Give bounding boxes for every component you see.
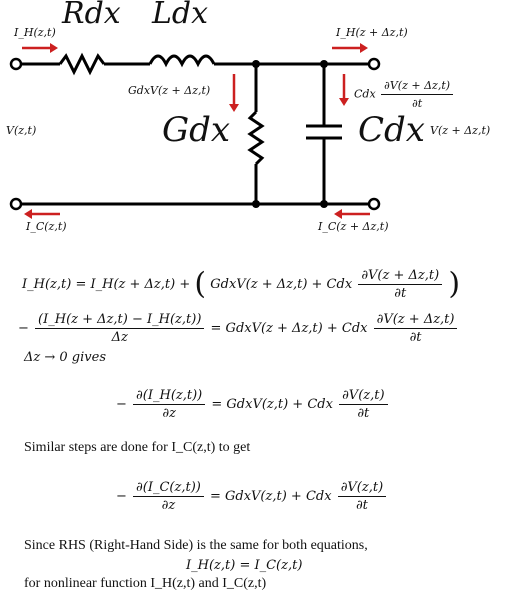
label-cdx: Cdx [358,110,425,150]
label-v-input: V(z,t) [6,124,37,137]
eq3-denominator: ∂z [162,406,176,421]
eq2-denominator: Δz [111,330,128,345]
label-ih-input: I_H(z,t) [14,26,56,39]
equation-4: − ∂(I_C(z,t))∂z = GdxV(z,t) + Cdx ∂V(z,t… [116,480,388,513]
eq3-rhs-denominator: ∂t [357,406,370,421]
terminals [9,57,381,211]
label-ldx: Ldx [152,0,209,31]
label-cdx-denominator: ∂t [412,97,423,110]
eq4-rhs-numerator: ∂V(z,t) [337,480,387,497]
label-ic-output: I_C(z + Δz,t) [318,220,389,233]
eq4-denominator: ∂z [161,498,176,513]
eq2-rhs-numerator: ∂V(z + Δz,t) [373,312,458,329]
resistor-rdx-symbol [58,52,106,76]
eq4-numerator: ∂(I_C(z,t)) [133,480,204,497]
equation-1: I_H(z,t) = I_H(z + Δz,t) + ( GdxV(z + Δz… [22,266,461,302]
label-gdxv-current: GdxV(z + Δz,t) [128,84,211,97]
nonlinear-text: for nonlinear function I_H(z,t) and I_C(… [24,576,267,591]
since-rhs-text: Since RHS (Right-Hand Side) is the same … [24,538,368,553]
eq2-rhs-denominator: ∂t [409,330,422,345]
label-gdx: Gdx [162,110,231,150]
label-cdx-numerator: ∂V(z + Δz,t) [381,78,454,95]
eq4-rhs-denominator: ∂t [355,498,368,513]
eq4-rhs: = GdxV(z,t) + Cdx [209,489,332,504]
limit-gives-text: Δz → 0 gives [24,350,106,365]
eq1-numerator: ∂V(z + Δz,t) [358,268,443,285]
eq1-lhs: I_H(z,t) = I_H(z + Δz,t) + [22,277,191,292]
label-ic-input: I_C(z,t) [26,220,67,233]
eq3-rhs: = GdxV(z,t) + Cdx [211,397,333,412]
equation-3: − ∂(I_H(z,t))∂z = GdxV(z,t) + Cdx ∂V(z,t… [116,388,390,421]
junction-dots [252,60,328,208]
eq2-rhs: = GdxV(z + Δz,t) + Cdx [210,321,368,336]
eq2-numerator: (I_H(z + Δz,t) − I_H(z,t)) [35,312,205,329]
eq3-rhs-numerator: ∂V(z,t) [339,388,388,405]
label-ih-output: I_H(z + Δz,t) [336,26,408,39]
current-arrows [22,43,370,219]
eq3-numerator: ∂(I_H(z,t)) [133,388,206,405]
label-cdx-prefix: Cdx [354,87,376,101]
equation-2: − (I_H(z + Δz,t) − I_H(z,t))Δz = GdxV(z … [18,312,459,345]
label-rdx: Rdx [62,0,121,31]
equality-statement: I_H(z,t) = I_C(z,t) [186,558,303,573]
eq1-denominator: ∂t [394,286,407,301]
top-conductor [18,52,372,76]
conductance-gdx-branch [247,64,265,204]
label-cdx-current: Cdx ∂V(z + Δz,t) ∂t [354,78,455,111]
capacitance-cdx-branch [306,64,342,204]
inductor-ldx-symbol [148,54,216,68]
transmission-line-circuit [9,43,381,219]
similar-steps-text: Similar steps are done for I_C(z,t) to g… [24,440,251,455]
eq1-body: GdxV(z + Δz,t) + Cdx [210,277,353,292]
label-v-output: V(z + Δz,t) [430,124,491,137]
